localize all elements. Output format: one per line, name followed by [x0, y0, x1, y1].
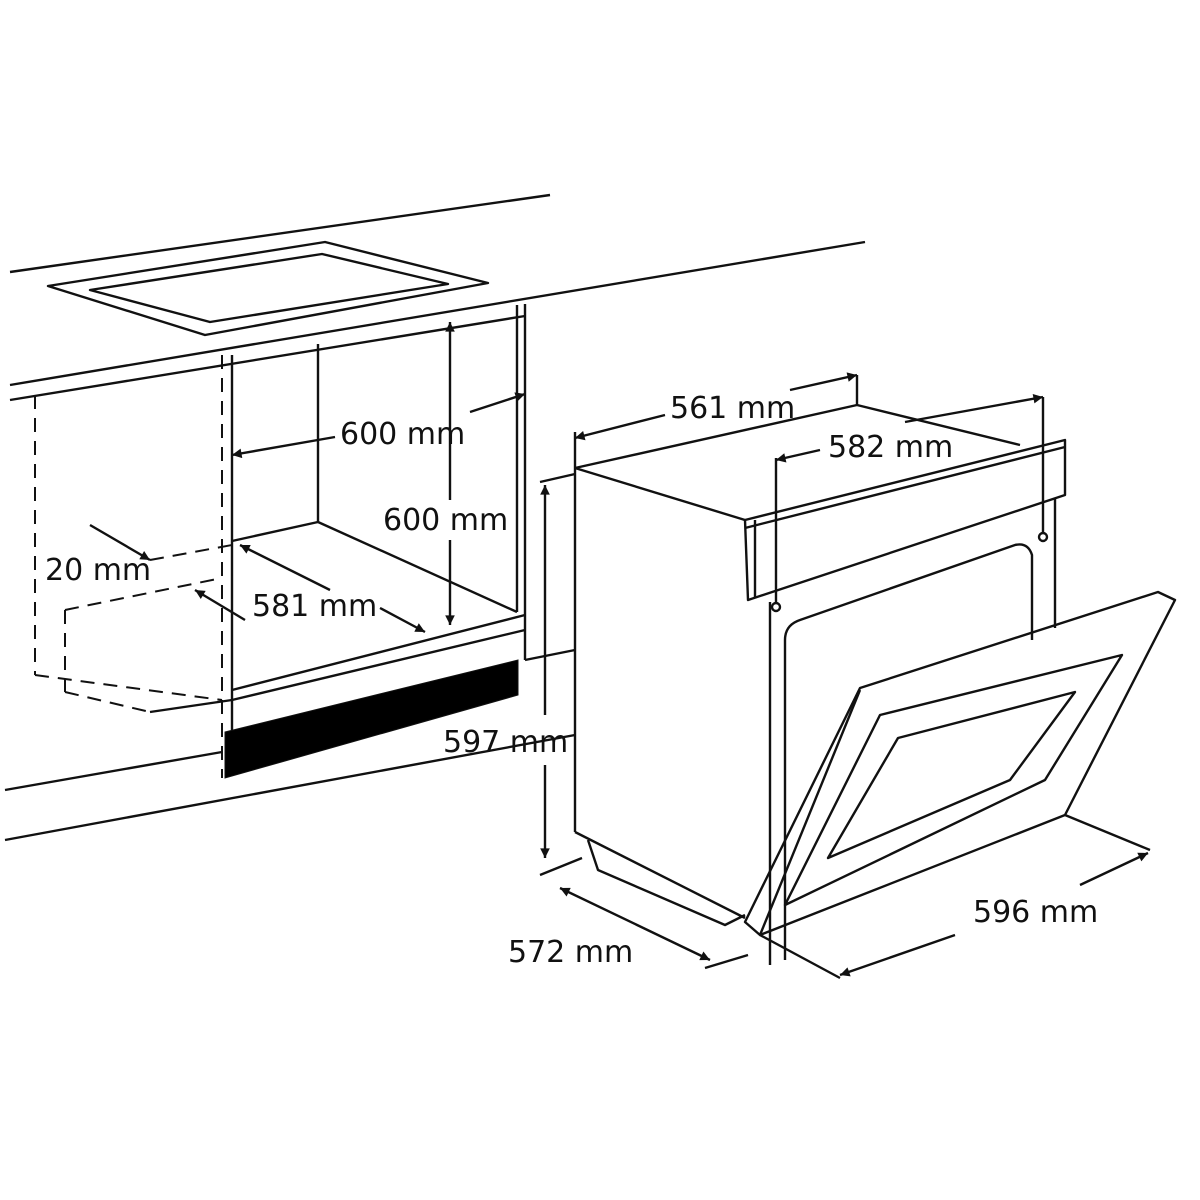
dimension-arrows: [89, 322, 1149, 977]
panel-width-label: 582 mm: [828, 430, 953, 465]
niche-width-label: 600 mm: [340, 417, 465, 452]
oven-height-label: 597 mm: [443, 725, 568, 760]
oven: [573, 403, 1177, 980]
countertop: [9, 193, 866, 402]
dashed-box: [34, 395, 233, 713]
niche-height-label: 600 mm: [383, 503, 508, 538]
plinth: [224, 659, 519, 779]
oven-width-label: 596 mm: [973, 895, 1098, 930]
floor-lines: [4, 472, 576, 842]
cabinet-niche: [149, 304, 527, 779]
oven-top-depth-label: 561 mm: [670, 391, 795, 426]
gap-label: 20 mm: [45, 553, 151, 588]
oven-depth-label: 572 mm: [508, 935, 633, 970]
niche-depth-label: 581 mm: [252, 589, 377, 624]
cooktop: [46, 240, 490, 337]
